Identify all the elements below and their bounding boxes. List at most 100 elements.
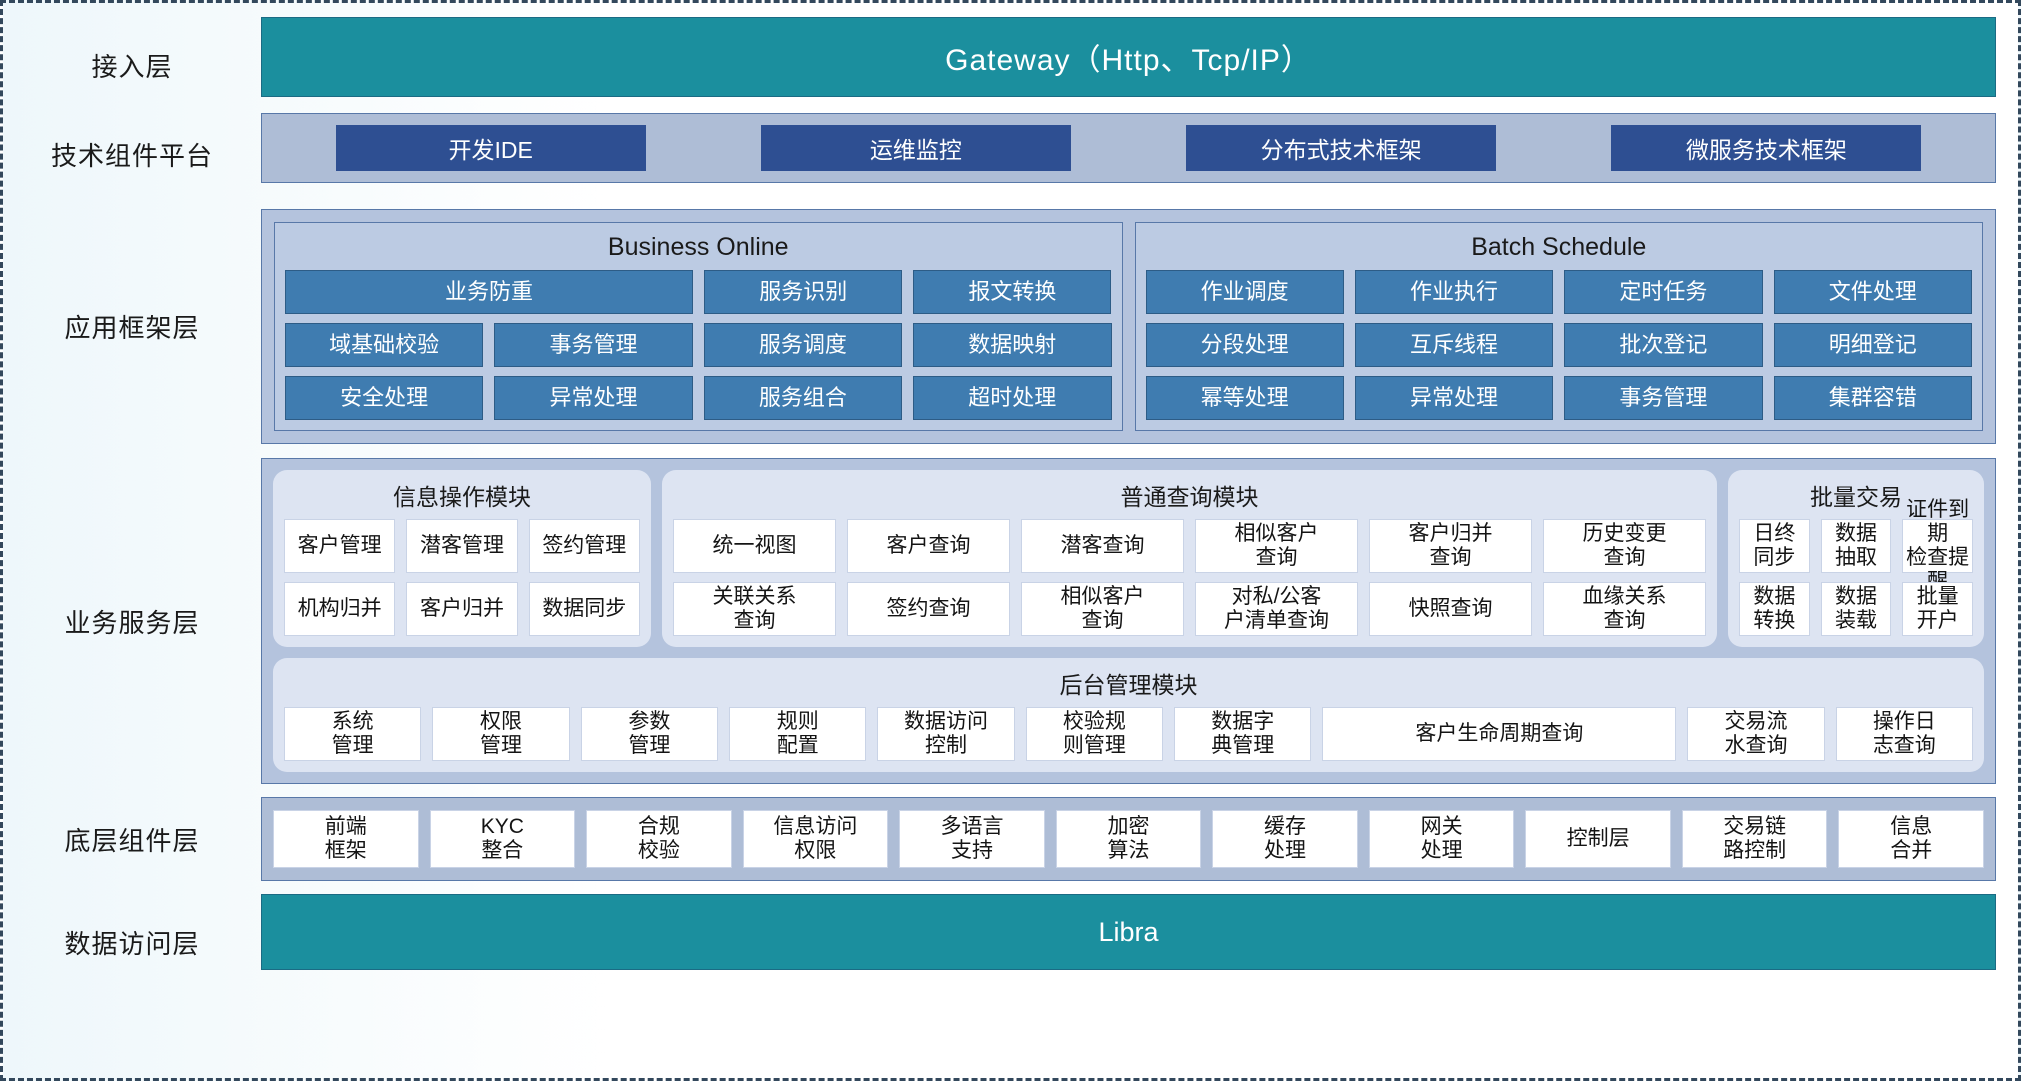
cell-row: 分段处理 互斥线程 批次登记 明细登记 (1145, 323, 1972, 367)
service-box[interactable]: 日终 同步 (1739, 519, 1810, 573)
app-framework-band: Business Online 业务防重 服务识别 报文转换 域基础校验 事务管… (261, 209, 1996, 444)
business-service-band: 信息操作模块 客户管理 潜客管理 签约管理 机构归并 客户归并 数据同步 (261, 458, 1996, 784)
service-box[interactable]: 潜客查询 (1021, 519, 1184, 573)
box-row: 数据 转换 数据 装载 批量 开户 (1739, 582, 1974, 636)
box-row: 关联关系 查询 签约查询 相似客户 查询 对私/公客 户清单查询 快照查询 血缘… (673, 582, 1706, 636)
service-box[interactable]: 客户管理 (284, 519, 396, 573)
component-box[interactable]: 信息 合并 (1838, 810, 1985, 868)
module-title-backoffice-admin: 后台管理模块 (1059, 672, 1198, 698)
app-cell[interactable]: 超时处理 (913, 376, 1112, 420)
service-box[interactable]: 潜客管理 (406, 519, 518, 573)
service-box[interactable]: 机构归并 (284, 582, 396, 636)
service-box[interactable]: 历史变更 查询 (1543, 519, 1706, 573)
tech-chip-distributed-framework[interactable]: 分布式技术框架 (1186, 125, 1497, 171)
service-box[interactable]: 相似客户 查询 (1021, 582, 1184, 636)
component-band: 前端 框架 KYC 整合 合规 校验 信息访问 权限 多语言 支持 加密 算法 … (261, 797, 1996, 881)
service-box[interactable]: 关联关系 查询 (673, 582, 836, 636)
layer-body-tech: 开发IDE 运维监控 分布式技术框架 微服务技术框架 (261, 113, 2018, 195)
admin-box[interactable]: 系统 管理 (284, 707, 422, 761)
admin-box[interactable]: 数据访问 控制 (877, 707, 1015, 761)
app-cell[interactable]: 批次登记 (1564, 323, 1763, 367)
app-cell[interactable]: 异常处理 (1354, 376, 1554, 420)
service-box[interactable]: 客户归并 查询 (1369, 519, 1532, 573)
layer-body-app: Business Online 业务防重 服务识别 报文转换 域基础校验 事务管… (261, 209, 2018, 444)
module-common-query: 普通查询模块 统一视图 客户查询 潜客查询 相似客户 查询 客户归并 查询 历史… (662, 470, 1717, 647)
app-cell[interactable]: 服务识别 (704, 270, 903, 314)
app-cell[interactable]: 服务组合 (703, 376, 903, 420)
service-box[interactable]: 签约查询 (847, 582, 1010, 636)
app-cell[interactable]: 域基础校验 (285, 323, 484, 367)
service-box[interactable]: 相似客户 查询 (1195, 519, 1358, 573)
admin-box[interactable]: 参数 管理 (580, 707, 719, 761)
admin-box[interactable]: 权限 管理 (432, 707, 570, 761)
service-box[interactable]: 证件到期 检查提醒 (1902, 498, 1974, 593)
layer-row-access: 接入层 Gateway（Http、Tcp/IP） (3, 17, 2018, 113)
service-box[interactable]: 数据 转换 (1739, 582, 1810, 636)
admin-box[interactable]: 校验规 则管理 (1025, 707, 1164, 761)
service-box[interactable]: 对私/公客 户清单查询 (1195, 582, 1358, 636)
app-cell[interactable]: 事务管理 (494, 323, 693, 367)
gateway-bar[interactable]: Gateway（Http、Tcp/IP） (261, 17, 1996, 97)
component-box[interactable]: 多语言 支持 (899, 810, 1045, 868)
app-cell[interactable]: 数据映射 (913, 323, 1112, 367)
app-cell[interactable]: 事务管理 (1564, 376, 1763, 420)
component-box[interactable]: 网关 处理 (1368, 810, 1515, 868)
tech-chip-ops-monitor[interactable]: 运维监控 (760, 125, 1071, 171)
cell-row: 作业调度 作业执行 定时任务 文件处理 (1145, 270, 1972, 314)
tech-chip-microservice-framework[interactable]: 微服务技术框架 (1611, 125, 1922, 171)
service-box[interactable]: 客户查询 (847, 519, 1010, 573)
service-box[interactable]: 血缘关系 查询 (1543, 582, 1706, 636)
box-row: 机构归并 客户归并 数据同步 (284, 582, 640, 636)
app-cell[interactable]: 服务调度 (703, 323, 903, 367)
app-cell[interactable]: 互斥线程 (1354, 323, 1554, 367)
service-box[interactable]: 数据 抽取 (1820, 519, 1892, 573)
service-box[interactable]: 签约管理 (528, 519, 640, 573)
panel-title-batch-schedule: Batch Schedule (1471, 233, 1647, 261)
component-box[interactable]: 缓存 处理 (1212, 810, 1358, 868)
component-box[interactable]: 信息访问 权限 (742, 810, 889, 868)
component-box[interactable]: 交易链 路控制 (1681, 810, 1828, 868)
app-cell[interactable]: 异常处理 (494, 376, 693, 420)
layer-row-dataaccess: 数据访问层 Libra (3, 894, 2018, 990)
service-box[interactable]: 客户归并 (406, 582, 518, 636)
admin-box[interactable]: 客户生命周期查询 (1322, 707, 1677, 761)
box-row: 统一视图 客户查询 潜客查询 相似客户 查询 客户归并 查询 历史变更 查询 (673, 519, 1706, 573)
layer-label-tech: 技术组件平台 (50, 140, 213, 171)
app-cell[interactable]: 明细登记 (1773, 323, 1972, 367)
module-info-operation: 信息操作模块 客户管理 潜客管理 签约管理 机构归并 客户归并 数据同步 (273, 470, 651, 647)
app-cell[interactable]: 文件处理 (1773, 270, 1972, 314)
box-grid-batch-transaction: 日终 同步 数据 抽取 证件到期 检查提醒 数据 转换 数据 装载 批量 开户 (1739, 498, 1974, 636)
app-cell[interactable]: 分段处理 (1145, 323, 1344, 367)
admin-box[interactable]: 规则 配置 (729, 707, 867, 761)
component-box[interactable]: 加密 算法 (1055, 810, 1202, 868)
admin-box[interactable]: 操作日 志查询 (1835, 707, 1973, 761)
app-cell[interactable]: 集群容错 (1773, 376, 1972, 420)
admin-box[interactable]: 交易流 水查询 (1687, 707, 1825, 761)
box-row-backoffice: 系统 管理 权限 管理 参数 管理 规则 配置 数据访问 控制 校验规 则管理 … (284, 707, 1973, 761)
component-box[interactable]: 前端 框架 (273, 810, 419, 868)
app-cell[interactable]: 作业调度 (1145, 270, 1344, 314)
admin-box[interactable]: 数据字 典管理 (1174, 707, 1312, 761)
component-box[interactable]: KYC 整合 (429, 810, 576, 868)
app-cell[interactable]: 报文转换 (913, 270, 1112, 314)
app-cell[interactable]: 安全处理 (285, 376, 484, 420)
layer-label-component: 底层组件层 (64, 825, 200, 856)
tech-chip-band: 开发IDE 运维监控 分布式技术框架 微服务技术框架 (261, 113, 1996, 183)
service-box[interactable]: 批量 开户 (1902, 582, 1974, 636)
service-box[interactable]: 统一视图 (673, 519, 836, 573)
component-box[interactable]: 合规 校验 (586, 810, 732, 868)
app-cell[interactable]: 业务防重 (285, 270, 694, 314)
component-box[interactable]: 控制层 (1525, 810, 1671, 868)
app-cell[interactable]: 定时任务 (1564, 270, 1763, 314)
layer-label-app: 应用框架层 (64, 313, 200, 343)
app-cell[interactable]: 作业执行 (1354, 270, 1554, 314)
service-box[interactable]: 快照查询 (1369, 582, 1532, 636)
layer-row-component: 底层组件层 前端 框架 KYC 整合 合规 校验 信息访问 权限 多语言 支持 … (3, 797, 2018, 881)
app-cell[interactable]: 幂等处理 (1145, 376, 1344, 420)
libra-bar[interactable]: Libra (261, 894, 1996, 970)
service-box[interactable]: 数据 装载 (1820, 582, 1892, 636)
tech-chip-ide[interactable]: 开发IDE (335, 125, 646, 171)
service-box[interactable]: 数据同步 (528, 582, 640, 636)
cell-row: 幂等处理 异常处理 事务管理 集群容错 (1145, 376, 1972, 420)
